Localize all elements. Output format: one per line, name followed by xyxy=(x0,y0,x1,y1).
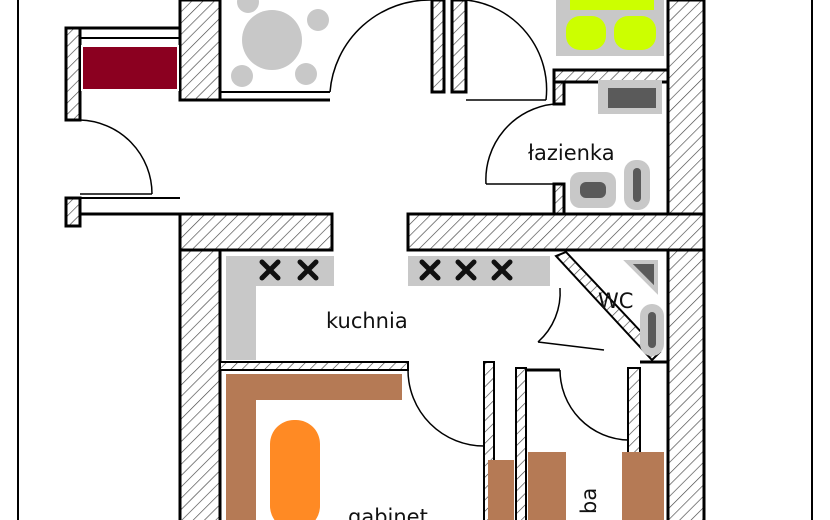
wall-bathroom-door-jamb xyxy=(552,80,566,106)
entrance-door-swing xyxy=(79,119,153,195)
wall-right-lower xyxy=(666,248,706,520)
wall-study-top xyxy=(219,361,409,371)
upper-room-door-swing xyxy=(329,0,432,93)
stove-marks-left xyxy=(259,259,319,281)
wall-entrance-left-upper xyxy=(64,26,82,122)
bathroom-sink xyxy=(608,88,656,108)
wc-toilet-bowl xyxy=(648,312,656,348)
study-door-swing xyxy=(407,369,485,447)
shower-drain xyxy=(633,168,641,202)
room-label-partial: ba xyxy=(577,488,601,514)
room-label-wc: WC xyxy=(598,289,633,313)
upper-right-door-swing xyxy=(465,0,548,101)
room-label-kitchen: kuchnia xyxy=(326,309,408,333)
wall-entrance-left-lower xyxy=(64,196,82,228)
wc-door-leaf xyxy=(537,341,605,351)
room-label-bathroom: łazienka xyxy=(528,141,615,165)
chair-2 xyxy=(295,63,317,85)
wardrobe-3 xyxy=(622,452,664,520)
wall-top-mid xyxy=(430,0,446,94)
stove-marks-right xyxy=(419,259,513,281)
study-shelf-side xyxy=(226,374,256,520)
wc-door-swing xyxy=(537,287,561,343)
room-door-swing xyxy=(559,369,629,441)
wall-room-divider xyxy=(515,367,527,520)
burner-1 xyxy=(566,16,606,50)
bathroom-door-swing xyxy=(485,103,555,185)
burner-2 xyxy=(614,16,656,50)
heater xyxy=(81,45,179,91)
chair-3 xyxy=(307,9,329,31)
kitchen-counter-side xyxy=(226,256,256,360)
table xyxy=(242,10,302,70)
toilet-bowl xyxy=(580,182,606,198)
wall-middle-right xyxy=(406,212,706,252)
wall-study-right xyxy=(483,361,495,520)
study-desk xyxy=(270,420,320,520)
wall-top-mid2 xyxy=(450,0,468,94)
wardrobe-2 xyxy=(528,452,566,520)
wardrobe-1 xyxy=(488,460,514,520)
room-label-study: gabinet xyxy=(348,505,428,520)
wall-bathroom-door-jamb2 xyxy=(552,182,566,218)
wall-right-upper xyxy=(666,0,706,218)
wall-left-lower xyxy=(178,248,222,520)
wall-top-left xyxy=(178,0,222,102)
burner-top xyxy=(570,0,654,10)
chair-4 xyxy=(237,0,259,13)
wall-middle-left xyxy=(178,212,334,252)
chair-1 xyxy=(231,65,253,87)
wc-corner-sink xyxy=(623,260,658,295)
